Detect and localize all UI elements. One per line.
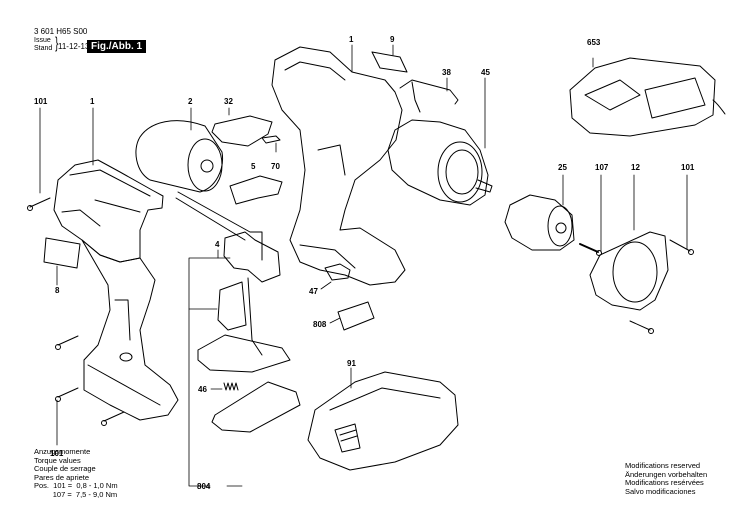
issue-date: 11-12-13 (58, 42, 90, 51)
part-label-91: 91 (347, 359, 356, 368)
part-label-1: 1 (90, 97, 95, 106)
part-label-653: 653 (587, 38, 601, 47)
switch-cap-part (212, 116, 272, 146)
part-label-45: 45 (481, 68, 490, 77)
part-label-46: 46 (198, 385, 207, 394)
switch-assembly-part (198, 232, 290, 372)
part-label-9: 9 (390, 35, 395, 44)
slide-switch-part (230, 176, 282, 204)
clip-70-part (262, 136, 280, 143)
torque-line: Couple de serrage (34, 464, 96, 473)
torque-line: Pares de apriete (34, 472, 90, 482)
part-label-808: 808 (313, 320, 327, 329)
screw-101-a (30, 198, 50, 207)
part-label-8: 8 (55, 286, 60, 295)
part-label-2: 2 (188, 97, 193, 106)
modification-line: Modifications reserved (625, 461, 701, 470)
housing-handle-left (82, 240, 178, 420)
housing-top-left-part (54, 160, 163, 262)
document-number: 3 601 H65 S00 (34, 27, 88, 36)
stand-label: Stand (34, 45, 53, 52)
battery-pack-part (308, 372, 458, 470)
issue-stand-label: Issue Stand (34, 37, 52, 53)
part-label-1: 1 (349, 35, 354, 44)
brace-glyph: } (55, 35, 59, 52)
modification-line: Modifications resérvées (625, 478, 704, 487)
screw-101-d (104, 412, 124, 421)
torque-line: Torque values (34, 455, 81, 465)
screws-101 (28, 198, 694, 426)
part-label-38: 38 (442, 68, 451, 77)
motor-part (136, 121, 262, 260)
part-label-4: 4 (215, 240, 220, 249)
wire-clip-part (400, 80, 458, 104)
screw-101-b (58, 336, 78, 345)
part-label-101: 101 (50, 449, 64, 458)
torque-line: 107 = 7,5 - 9,0 Nm (34, 489, 118, 499)
part-label-101: 101 (681, 163, 695, 172)
issue-label: Issue (34, 37, 51, 44)
part-label-12: 12 (631, 163, 640, 172)
bracket-4-804 (189, 258, 230, 486)
screw-101-f (630, 321, 650, 330)
leader-808 (330, 318, 340, 323)
screw-101-c (58, 388, 78, 397)
chuck-part (505, 195, 574, 250)
modification-notes: Modifications reserved Änderungen vorbeh… (625, 461, 708, 496)
torque-line: Pos. 101 = 0,8 - 1,0 Nm (34, 481, 118, 490)
leader-lines (40, 45, 687, 486)
part-label-70: 70 (271, 162, 280, 171)
spring-part (224, 383, 238, 390)
modification-line: Salvo modificaciones (625, 486, 696, 496)
front-cover-part (590, 232, 668, 310)
torque-line: Anzugsmomente (34, 447, 91, 456)
part-label-25: 25 (558, 163, 567, 172)
part-label-32: 32 (224, 97, 233, 106)
chuck-screw-part (580, 244, 598, 252)
nameplate-part (44, 238, 80, 268)
torque-notes: Anzugsmomente Torque values Couple de se… (34, 447, 118, 499)
charger-part (570, 58, 725, 136)
part-label-101: 101 (34, 97, 48, 106)
part-label-107: 107 (595, 163, 609, 172)
screw-101-e (670, 240, 690, 251)
label-9-part (372, 52, 407, 72)
part-label-804: 804 (197, 482, 211, 491)
part-label-47: 47 (309, 287, 318, 296)
figure-label: Fig./Abb. 1 (87, 40, 147, 53)
part-label-5: 5 (251, 162, 256, 171)
gearbox-part (388, 120, 492, 205)
contact-plate-part (212, 382, 300, 432)
housing-right-half (272, 47, 405, 285)
rubber-pad-part (325, 264, 350, 280)
modification-line: Änderungen vorbehalten (625, 469, 708, 479)
leader-47 (321, 282, 331, 289)
label-808-part (338, 302, 374, 330)
